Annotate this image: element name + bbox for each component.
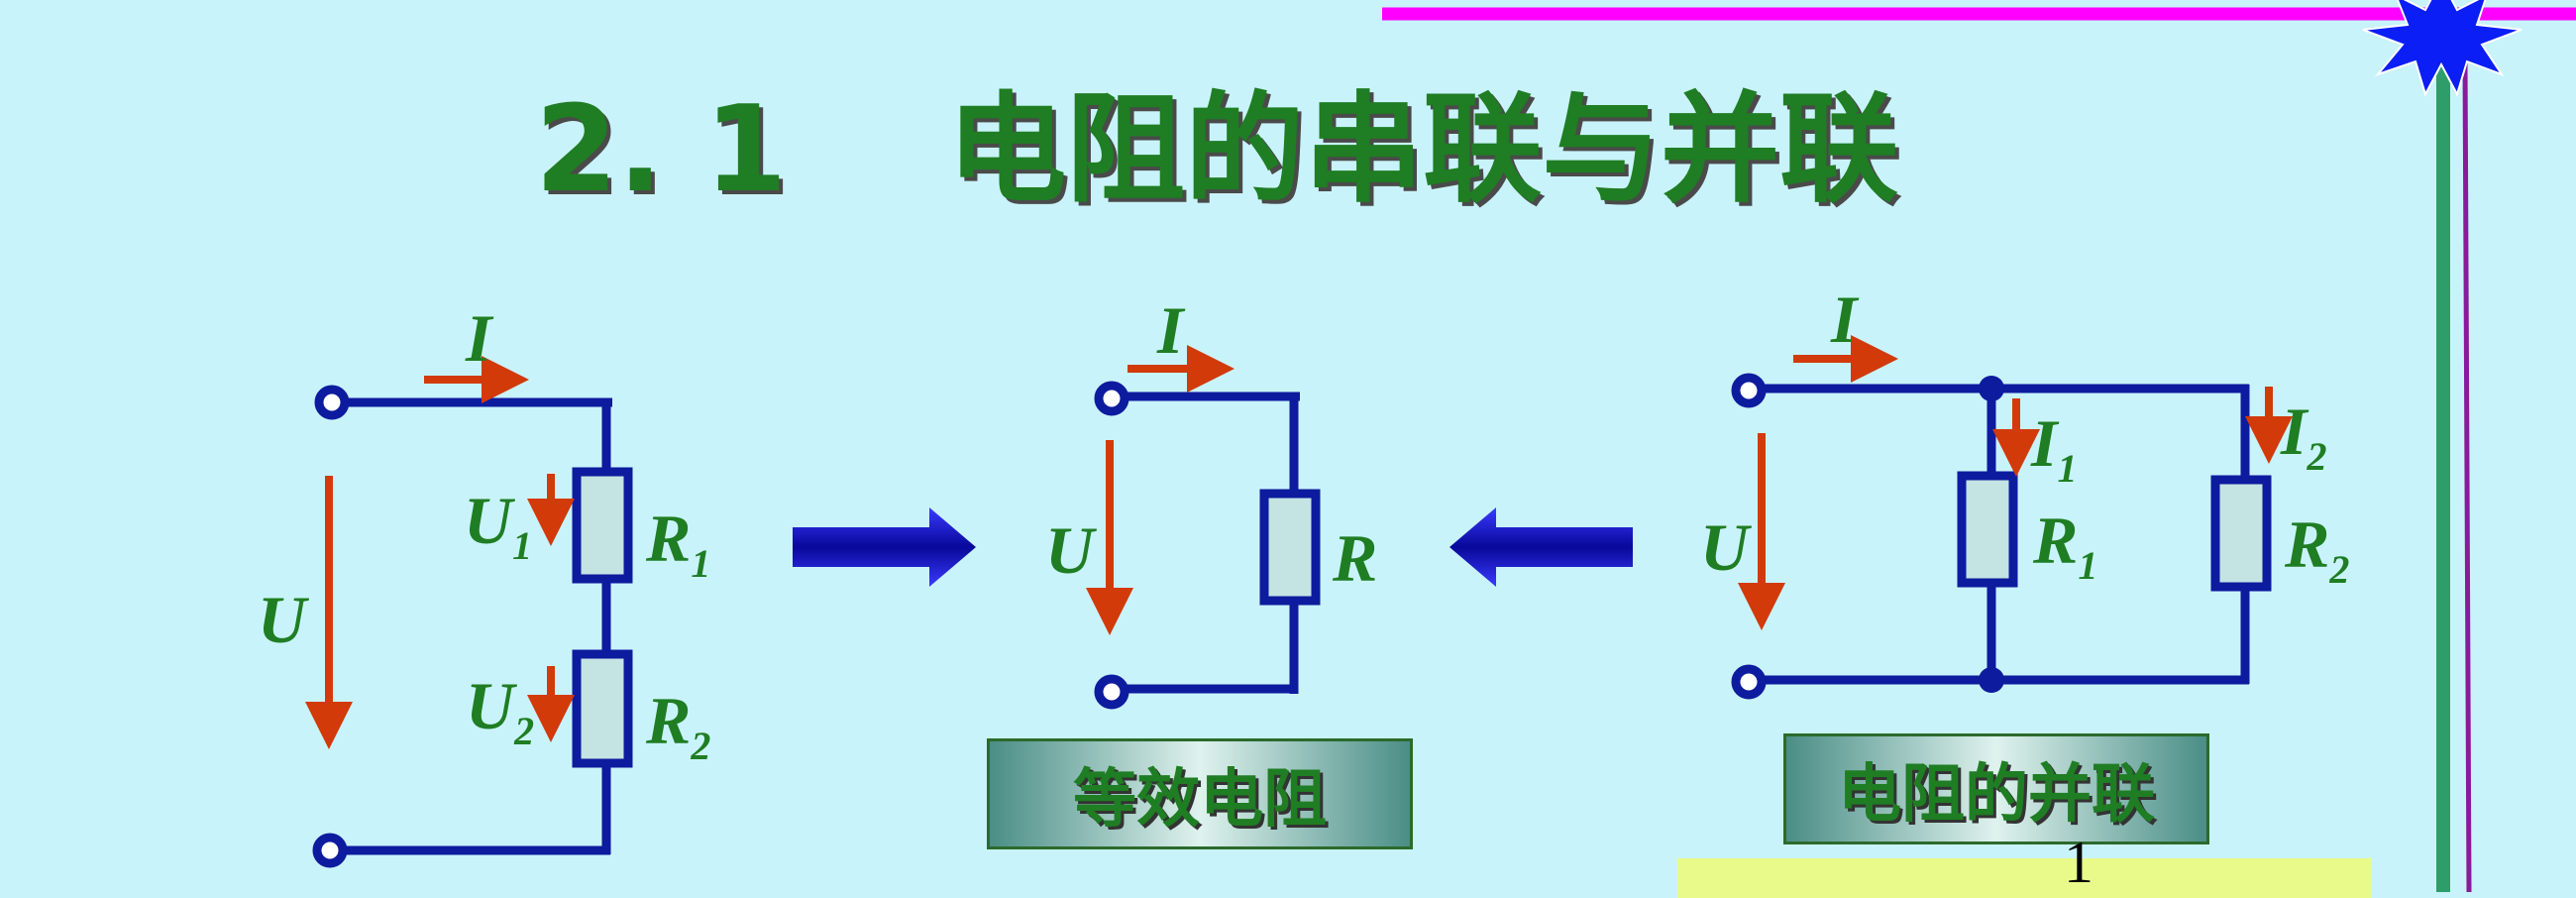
- equivalent-resistance-button[interactable]: 等效电阻: [987, 738, 1413, 849]
- resistor-r: [1259, 489, 1321, 606]
- parallel-circuit: I U I1 I2 R1 R2: [1700, 281, 2349, 700]
- resistor-r1: [572, 467, 633, 584]
- terminal-bottom: [312, 833, 348, 868]
- parallel-current-label: I: [1830, 281, 1860, 357]
- r2-label: R2: [645, 683, 710, 768]
- terminal-bottom: [1094, 674, 1129, 710]
- series-current-label: I: [465, 300, 494, 376]
- resistor-r2: [572, 649, 633, 768]
- formula-box: 1: [1677, 830, 2371, 898]
- starburst-icon: [2362, 0, 2522, 97]
- u1-label: U1: [464, 483, 532, 568]
- junction-dot: [1979, 667, 2004, 693]
- junction-dot: [1979, 376, 2004, 401]
- terminal-top: [314, 385, 350, 420]
- right-arrow-icon: [793, 507, 976, 587]
- r2-label: R2: [2284, 506, 2349, 592]
- equivalent-voltage-label: U: [1045, 512, 1098, 588]
- resistor-r2: [2210, 475, 2272, 592]
- resistor-r1: [1957, 471, 2018, 588]
- slide-title: 2. 1 电阻的串联与并联: [535, 81, 1899, 219]
- left-arrow-icon: [1449, 507, 1633, 587]
- r1-label: R1: [645, 501, 710, 586]
- i2-label: I2: [2280, 393, 2326, 479]
- terminal-bottom: [1731, 664, 1767, 700]
- formula-numerator: 1: [2064, 830, 2093, 895]
- terminal-top: [1094, 381, 1129, 416]
- equivalent-resistor-label: R: [1332, 520, 1377, 596]
- series-voltage-label: U: [258, 582, 310, 657]
- series-circuit: I U U1 U2 R1 R2: [258, 300, 710, 868]
- parallel-resistance-button[interactable]: 电阻的并联: [1783, 733, 2209, 844]
- terminal-top: [1731, 373, 1767, 408]
- u2-label: U2: [466, 668, 534, 753]
- r1-label: R1: [2032, 503, 2097, 588]
- parallel-voltage-label: U: [1700, 509, 1753, 585]
- equivalent-circuit: I U R: [1045, 292, 1377, 710]
- equivalent-current-label: I: [1156, 292, 1186, 368]
- i1-label: I1: [2030, 405, 2077, 491]
- purple-vertical-line: [2462, 58, 2472, 892]
